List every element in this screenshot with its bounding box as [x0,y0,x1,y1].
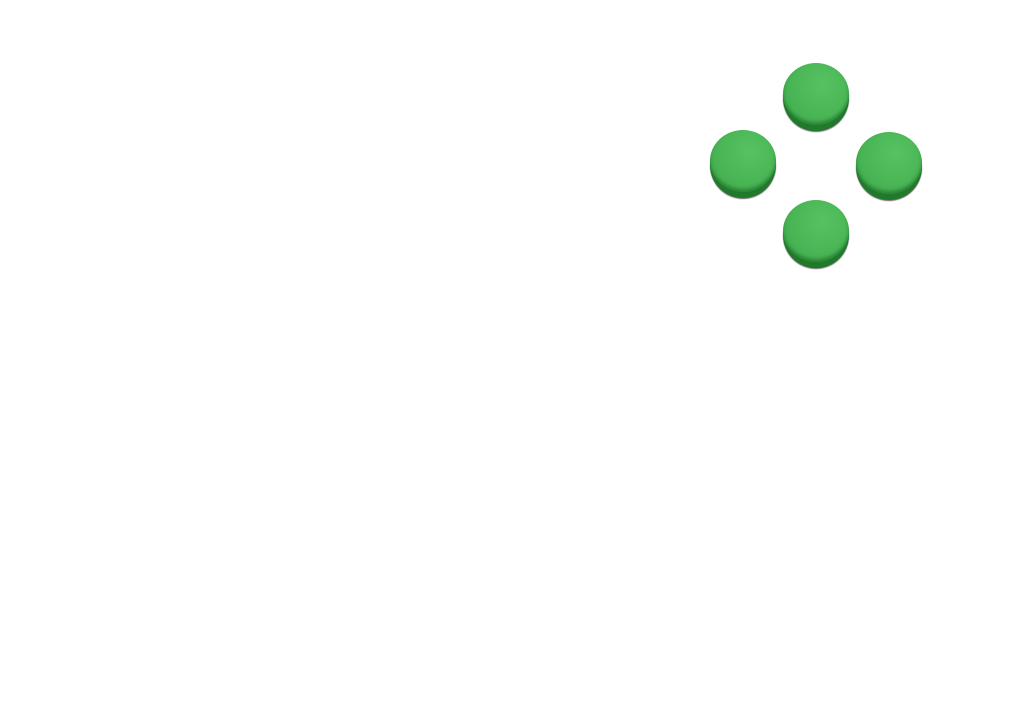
circle-button-icon [856,132,922,194]
circle-button-icon [783,63,849,125]
circle-button-icon [783,200,849,262]
circle-button-icon [710,130,776,192]
action-button-left[interactable] [710,130,776,198]
action-button-up[interactable] [783,63,849,131]
action-button-down[interactable] [783,200,849,268]
action-button-right[interactable] [856,132,922,200]
